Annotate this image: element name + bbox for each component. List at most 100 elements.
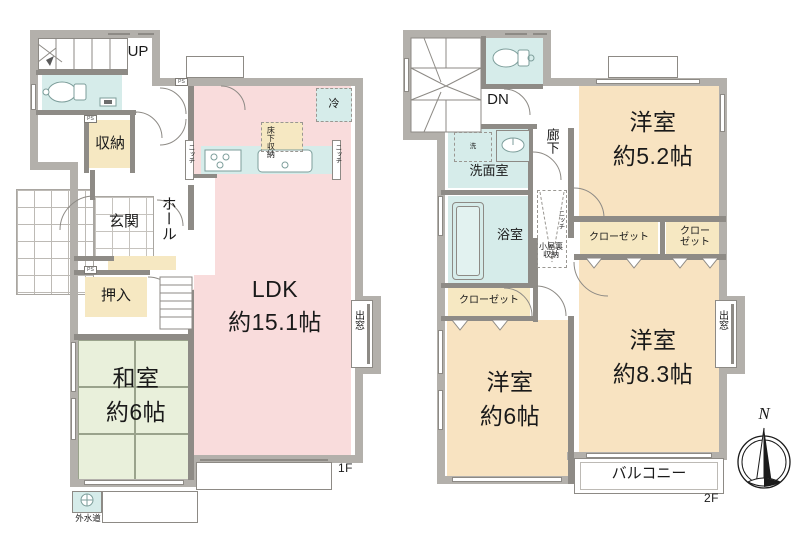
compass-north-label: N	[758, 404, 770, 423]
room-yoshitsu-52-fill	[579, 85, 726, 220]
outdoor-tap-apron	[102, 491, 198, 523]
up-label: UP	[127, 43, 149, 60]
yukashita-shuno-label: 床下収納	[266, 126, 276, 158]
niche-2f-label: ニッチ	[556, 210, 564, 230]
ps-marker-2: PS	[84, 266, 97, 274]
partition-shuno-left	[84, 115, 89, 173]
yoshitsu-52-area: 約5.2帖	[612, 143, 694, 169]
ldk-notch-white-left	[193, 175, 215, 275]
yukashita-shuno-outline	[261, 122, 303, 152]
wall-2f-bay-right	[737, 296, 745, 374]
washing-machine-space	[454, 132, 492, 162]
window-washitsu-bottom	[84, 480, 184, 485]
oshiire-label: 押入	[100, 287, 131, 304]
partition-2f-corridor-low	[533, 238, 538, 322]
wall-left-lower	[70, 297, 78, 487]
dn-label: DN	[487, 91, 509, 108]
wall-2f-bay-bot	[719, 366, 745, 374]
washitsu-area: 約6帖	[105, 399, 167, 425]
window-2f-right-room52	[720, 94, 725, 132]
outdoor-tap-label: 外水道	[75, 513, 101, 523]
partition-2f-toilet-left	[481, 36, 486, 88]
room-yoshitsu-6-fill	[447, 320, 572, 480]
oshiire-fill	[85, 277, 147, 317]
tatami-mat	[78, 387, 135, 434]
ldk-top-opening	[186, 56, 244, 78]
partition-2f-bath-bot	[441, 283, 533, 288]
partition-2f-room6-right	[568, 316, 574, 484]
koyaura-shuno-outline	[537, 190, 567, 268]
wall-right-upper	[355, 86, 363, 300]
yokushitsu-label: 浴室	[496, 227, 523, 242]
wall-2f-right-upper	[719, 78, 727, 300]
partition-2f-corridor-right	[568, 128, 574, 238]
shuno-label: 収納	[94, 135, 125, 152]
partition-toilet-bottom	[36, 110, 136, 115]
bathtub-inner	[456, 206, 480, 276]
ldk-south-window-bar	[200, 459, 328, 461]
wall-top-ldk	[186, 78, 363, 86]
wall-lower-left-step	[30, 162, 78, 170]
niche-left-label: ニッチ	[186, 144, 194, 164]
niche-right-box	[332, 140, 341, 180]
wall-2f-left-mid	[437, 132, 445, 484]
room-yoshitsu-83-fill	[579, 255, 726, 460]
floor-1f-badge: 1F	[338, 461, 354, 475]
partition-2f-closet-mid	[660, 220, 665, 258]
fridge-label: 冷	[328, 98, 340, 110]
hall-label: ホール	[159, 196, 177, 241]
wall-2f-top-left	[403, 30, 551, 38]
partition-shuno-right	[130, 115, 135, 173]
window-2f-left-3	[438, 390, 443, 430]
fridge-space	[316, 88, 352, 122]
closet-b-label: クロー ゼット	[680, 226, 710, 249]
partition-hall-right	[188, 185, 194, 230]
yoshitsu-6-area: 約6帖	[479, 403, 541, 429]
partition-genkan-bot	[74, 256, 114, 261]
window-left-1	[31, 84, 36, 110]
wall-top-left	[30, 30, 160, 38]
wall-right-lower	[355, 370, 363, 463]
window-2f-room52-top	[596, 79, 700, 84]
washitsu-name: 和室	[112, 365, 160, 391]
wall-hall-top-left	[152, 78, 194, 86]
bay-window-glass-2f	[731, 304, 734, 364]
partition-washitsu-top	[74, 334, 194, 340]
tatami-mat	[78, 340, 135, 387]
niche-left-box	[185, 140, 194, 180]
closet-lower-fill	[448, 286, 530, 318]
partition-toilet-top	[36, 70, 128, 75]
ldk-name: LDK	[251, 276, 299, 302]
closet-lower-label: クローゼット	[459, 295, 519, 306]
ldk-south-window	[196, 462, 332, 490]
partition-2f-bath-right	[528, 194, 533, 286]
wall-bay-right	[373, 296, 381, 374]
wall-left-mid	[70, 162, 78, 297]
wall-2f-right-lower	[719, 370, 727, 460]
balcony-inner-edge	[580, 462, 718, 490]
koyaura-shuno-label: 小屋裏 収納	[527, 242, 575, 260]
balcony-label: バルコニー	[611, 465, 687, 482]
partition-2f-closet-bot	[574, 254, 726, 260]
window-2f-top-outer	[608, 56, 678, 78]
window-2f-top-bar-2	[533, 33, 547, 35]
partition-genkan-left	[90, 170, 95, 200]
window-washitsu-left-2	[71, 398, 76, 440]
yukashita-shuno-fill	[261, 122, 303, 152]
window-2f-top-bar	[505, 33, 527, 35]
washing-machine-label: 洗	[469, 143, 477, 150]
shelf-strip-fill	[108, 256, 176, 270]
